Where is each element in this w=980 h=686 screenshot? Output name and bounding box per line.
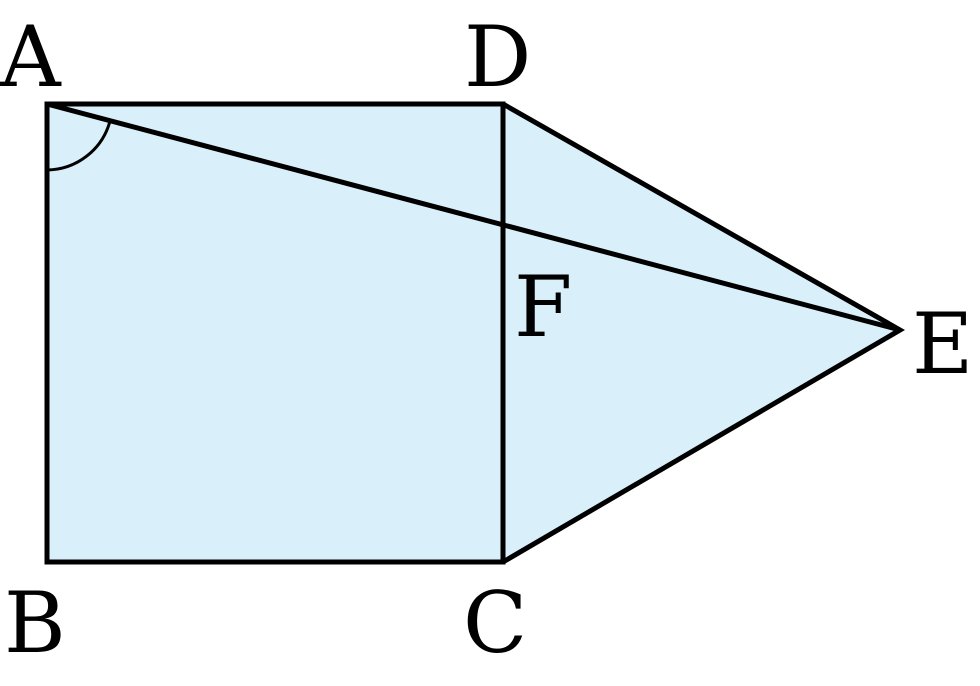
angle-mark-a <box>46 120 112 172</box>
label-e: E <box>912 295 973 393</box>
label-b: B <box>4 574 66 672</box>
segment-ae <box>46 101 901 333</box>
label-c: C <box>463 574 527 672</box>
label-d: D <box>464 8 531 106</box>
label-a: A <box>0 8 62 106</box>
label-f: F <box>514 258 572 356</box>
figure-fill <box>47 104 900 562</box>
